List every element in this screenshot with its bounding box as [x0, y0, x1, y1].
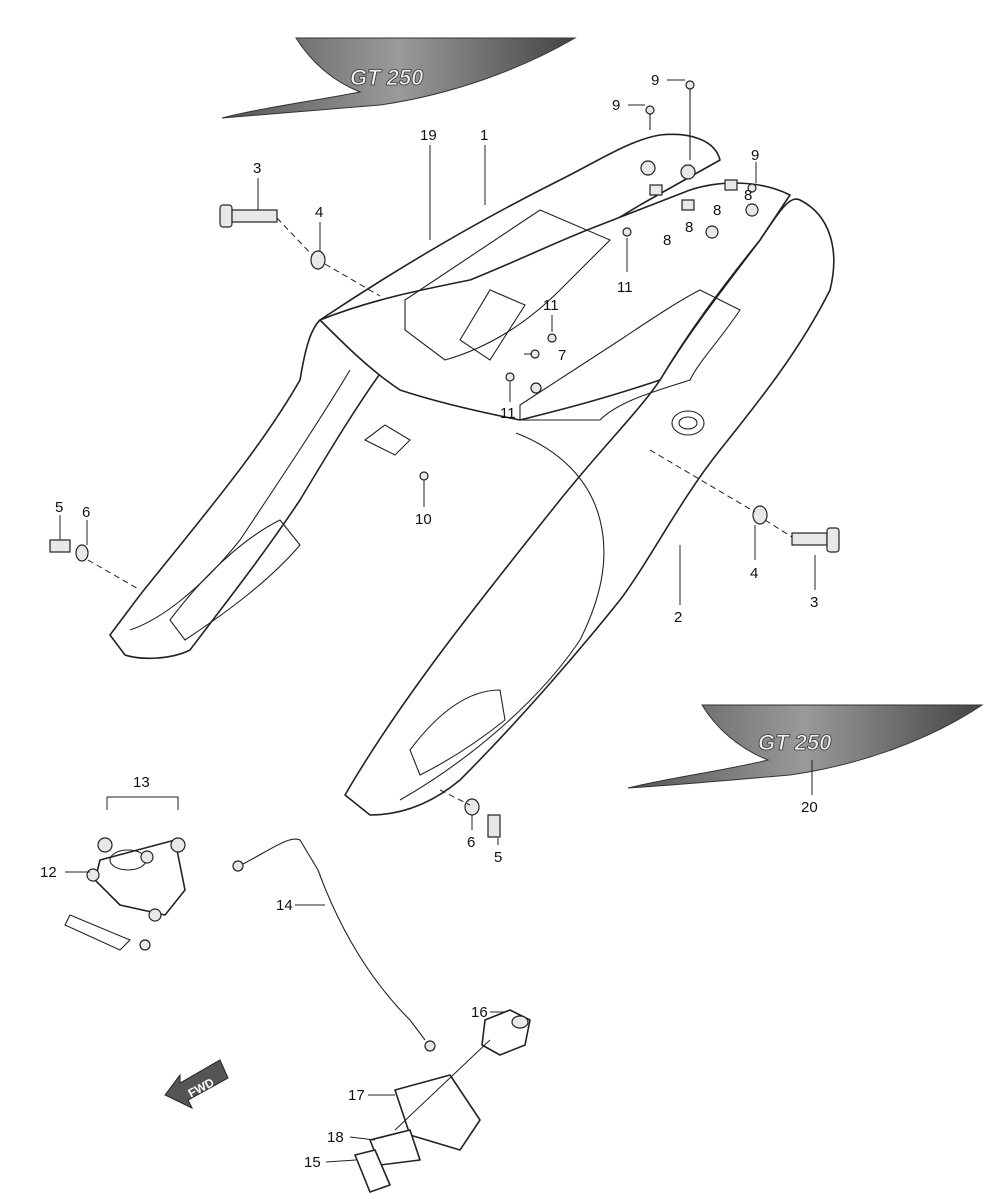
label-10: 10 — [415, 511, 432, 528]
label-8-a: 8 — [663, 232, 671, 249]
label-18: 18 — [327, 1129, 344, 1146]
clip-8-a — [649, 184, 663, 196]
hardware — [49, 80, 840, 838]
tail-cover-assembly — [109, 133, 835, 816]
label-11-c: 11 — [500, 405, 516, 422]
label-11-a: 11 — [617, 279, 633, 296]
washer-6-bottom — [464, 798, 480, 816]
clip-8-b — [681, 199, 695, 211]
bolt-3-right — [791, 527, 840, 553]
seat-lock-set — [354, 1009, 531, 1193]
label-20: 20 — [801, 799, 818, 816]
label-8-b: 8 — [685, 219, 693, 236]
fwd-arrow: FWD — [164, 1059, 229, 1110]
washer-6-left — [75, 544, 89, 562]
lock-plate — [394, 1074, 481, 1151]
label-11-b: 11 — [543, 297, 559, 314]
clip-8-c — [724, 179, 738, 191]
label-14: 14 — [276, 897, 293, 914]
top-section — [319, 182, 791, 421]
label-9-c: 9 — [751, 147, 759, 164]
label-2: 2 — [674, 609, 682, 626]
decal-right-text: GT 250 — [758, 730, 832, 755]
grommet — [671, 410, 705, 436]
label-6-left: 6 — [82, 504, 90, 521]
label-13: 13 — [133, 774, 150, 791]
label-4-right: 4 — [750, 565, 758, 582]
bolt-5-bottom — [487, 814, 501, 838]
right-side-cover — [344, 198, 835, 816]
label-5-bottom: 5 — [494, 849, 502, 866]
decal-right: GT 250 — [627, 704, 984, 789]
lock-lever — [354, 1149, 391, 1193]
washer-4-left — [310, 250, 326, 270]
bolt-3-left — [219, 204, 316, 259]
bolt-5-left — [49, 539, 71, 553]
label-16: 16 — [471, 1004, 488, 1021]
label-6-bottom: 6 — [467, 834, 475, 851]
label-1: 1 — [480, 127, 488, 144]
label-12: 12 — [40, 864, 57, 881]
label-8-d: 8 — [744, 187, 752, 204]
label-3-right: 3 — [810, 594, 818, 611]
seat-lock-cable — [232, 838, 436, 1052]
label-9-a: 9 — [612, 97, 620, 114]
label-7: 7 — [558, 347, 566, 364]
center-opening — [404, 209, 611, 361]
left-side-cover — [109, 133, 721, 660]
leader-lines — [59, 79, 816, 1163]
label-17: 17 — [348, 1087, 365, 1104]
decal-left: GT 250 — [221, 37, 577, 119]
label-19: 19 — [420, 127, 437, 144]
label-4-top: 4 — [315, 204, 323, 221]
label-8-c: 8 — [713, 202, 721, 219]
label-9-b: 9 — [651, 72, 659, 89]
label-3-top: 3 — [253, 160, 261, 177]
lock-bracket-assembly — [64, 796, 186, 951]
part-labels: 19 1 3 4 9 9 9 8 8 8 8 11 11 11 7 5 6 10… — [40, 72, 818, 1171]
washer-4-right — [752, 505, 768, 525]
label-5-left: 5 — [55, 499, 63, 516]
decal-left-text: GT 250 — [350, 65, 424, 90]
label-15: 15 — [304, 1154, 321, 1171]
